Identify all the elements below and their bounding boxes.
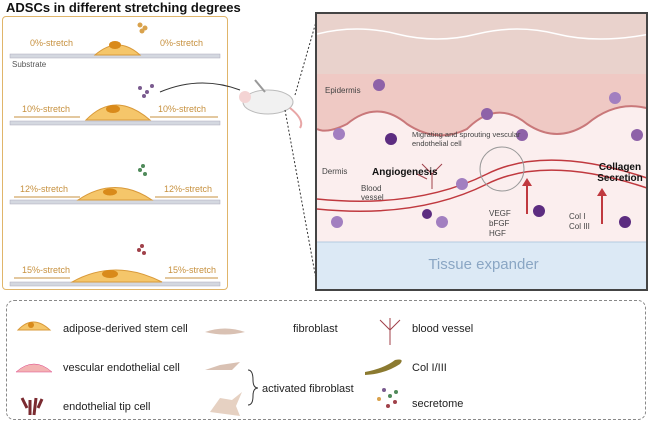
blood-vessel-wall <box>317 159 646 202</box>
row-3 <box>9 244 221 287</box>
arrow-to-mouse <box>159 82 241 93</box>
capillary-sprout <box>416 163 443 189</box>
brace-icon <box>247 369 259 406</box>
legend-fibroblast: fibroblast <box>293 323 338 335</box>
legend-adsc: adipose-derived stem cell <box>63 323 188 335</box>
nucleus <box>106 105 120 113</box>
figure-title: ADSCs in different stretching degrees <box>6 0 241 15</box>
legend-secretome: secretome <box>412 398 464 410</box>
gf-bfgf: bFGF <box>489 219 510 228</box>
row-2 <box>9 164 221 205</box>
tissue-expander-region <box>317 242 646 289</box>
syringe-icon <box>254 79 266 93</box>
nucleus <box>109 41 121 49</box>
tip-cell-icon <box>20 397 44 416</box>
blood-vessel-label: Blood vessel <box>361 184 384 202</box>
stretch-label: 0%-stretch <box>30 38 74 48</box>
activated-fibroblast-icon-2 <box>210 392 242 416</box>
mouse-icon <box>239 79 303 129</box>
blood-vessel-icon <box>379 318 401 345</box>
legend-icons <box>15 318 402 416</box>
gf-hgf: HGF <box>489 229 506 238</box>
epidermis-label: Epidermis <box>325 86 361 95</box>
substrate-bar <box>9 120 221 126</box>
substrate-label: Substrate <box>12 60 47 69</box>
secretome <box>138 86 142 90</box>
stretch-label: 15%-stretch <box>168 265 217 275</box>
row-1 <box>9 82 241 126</box>
stretch-illustrations <box>9 14 319 291</box>
secretome-icon <box>377 388 398 408</box>
substrate-bar <box>9 199 221 205</box>
nucleus <box>102 270 118 278</box>
tissue-expander-label: Tissue expander <box>428 256 539 273</box>
col-iii-label: Col III <box>569 222 590 231</box>
legend-box <box>6 300 646 420</box>
activated-fibroblast-icon <box>205 362 240 370</box>
stretch-panel-box <box>2 16 228 290</box>
legend-tip-cell: endothelial tip cell <box>63 401 151 413</box>
stretch-label: 15%-stretch <box>22 265 71 275</box>
skin-layers <box>317 14 646 289</box>
skin-panel: Epidermis Dermis Migrating and sprouting… <box>315 12 648 291</box>
legend-collagen: Col I/III <box>412 362 447 374</box>
stretch-label: 12%-stretch <box>164 184 213 194</box>
adsc-legend-icon <box>16 321 52 331</box>
col-i-label: Col I <box>569 212 586 221</box>
legend-blood-vessel: blood vessel <box>412 323 474 335</box>
row-0 <box>9 22 221 59</box>
zoom-line-top <box>294 14 319 96</box>
legend-activated-fibroblast: activated fibroblast <box>262 383 354 395</box>
collagen-secretion-label: Collagen Secretion <box>597 162 643 184</box>
gf-vegf: VEGF <box>489 209 511 218</box>
adsc-cell <box>70 269 163 283</box>
dermis-label: Dermis <box>322 167 348 176</box>
zoom-line-bottom <box>284 109 319 291</box>
stretch-label: 10%-stretch <box>158 104 207 114</box>
fibroblast-icon <box>205 328 245 335</box>
migrating-cell-label: Migrating and sprouting vescular endothe… <box>412 130 521 148</box>
substrate-bar <box>9 281 221 287</box>
secretome <box>137 22 143 28</box>
stretch-label: 0%-stretch <box>160 38 204 48</box>
legend-endothelial-cell: vescular endothelial cell <box>63 362 180 374</box>
nucleus <box>103 188 117 196</box>
magnified-circle <box>479 146 525 192</box>
endothelial-cell-icon <box>15 363 53 373</box>
stretch-label: 10%-stretch <box>22 104 71 114</box>
angiogenesis-label: Angiogenesis <box>372 167 438 178</box>
collagen-icon <box>365 359 402 375</box>
stretch-label: 12%-stretch <box>20 184 69 194</box>
adsc-cell <box>84 104 152 121</box>
